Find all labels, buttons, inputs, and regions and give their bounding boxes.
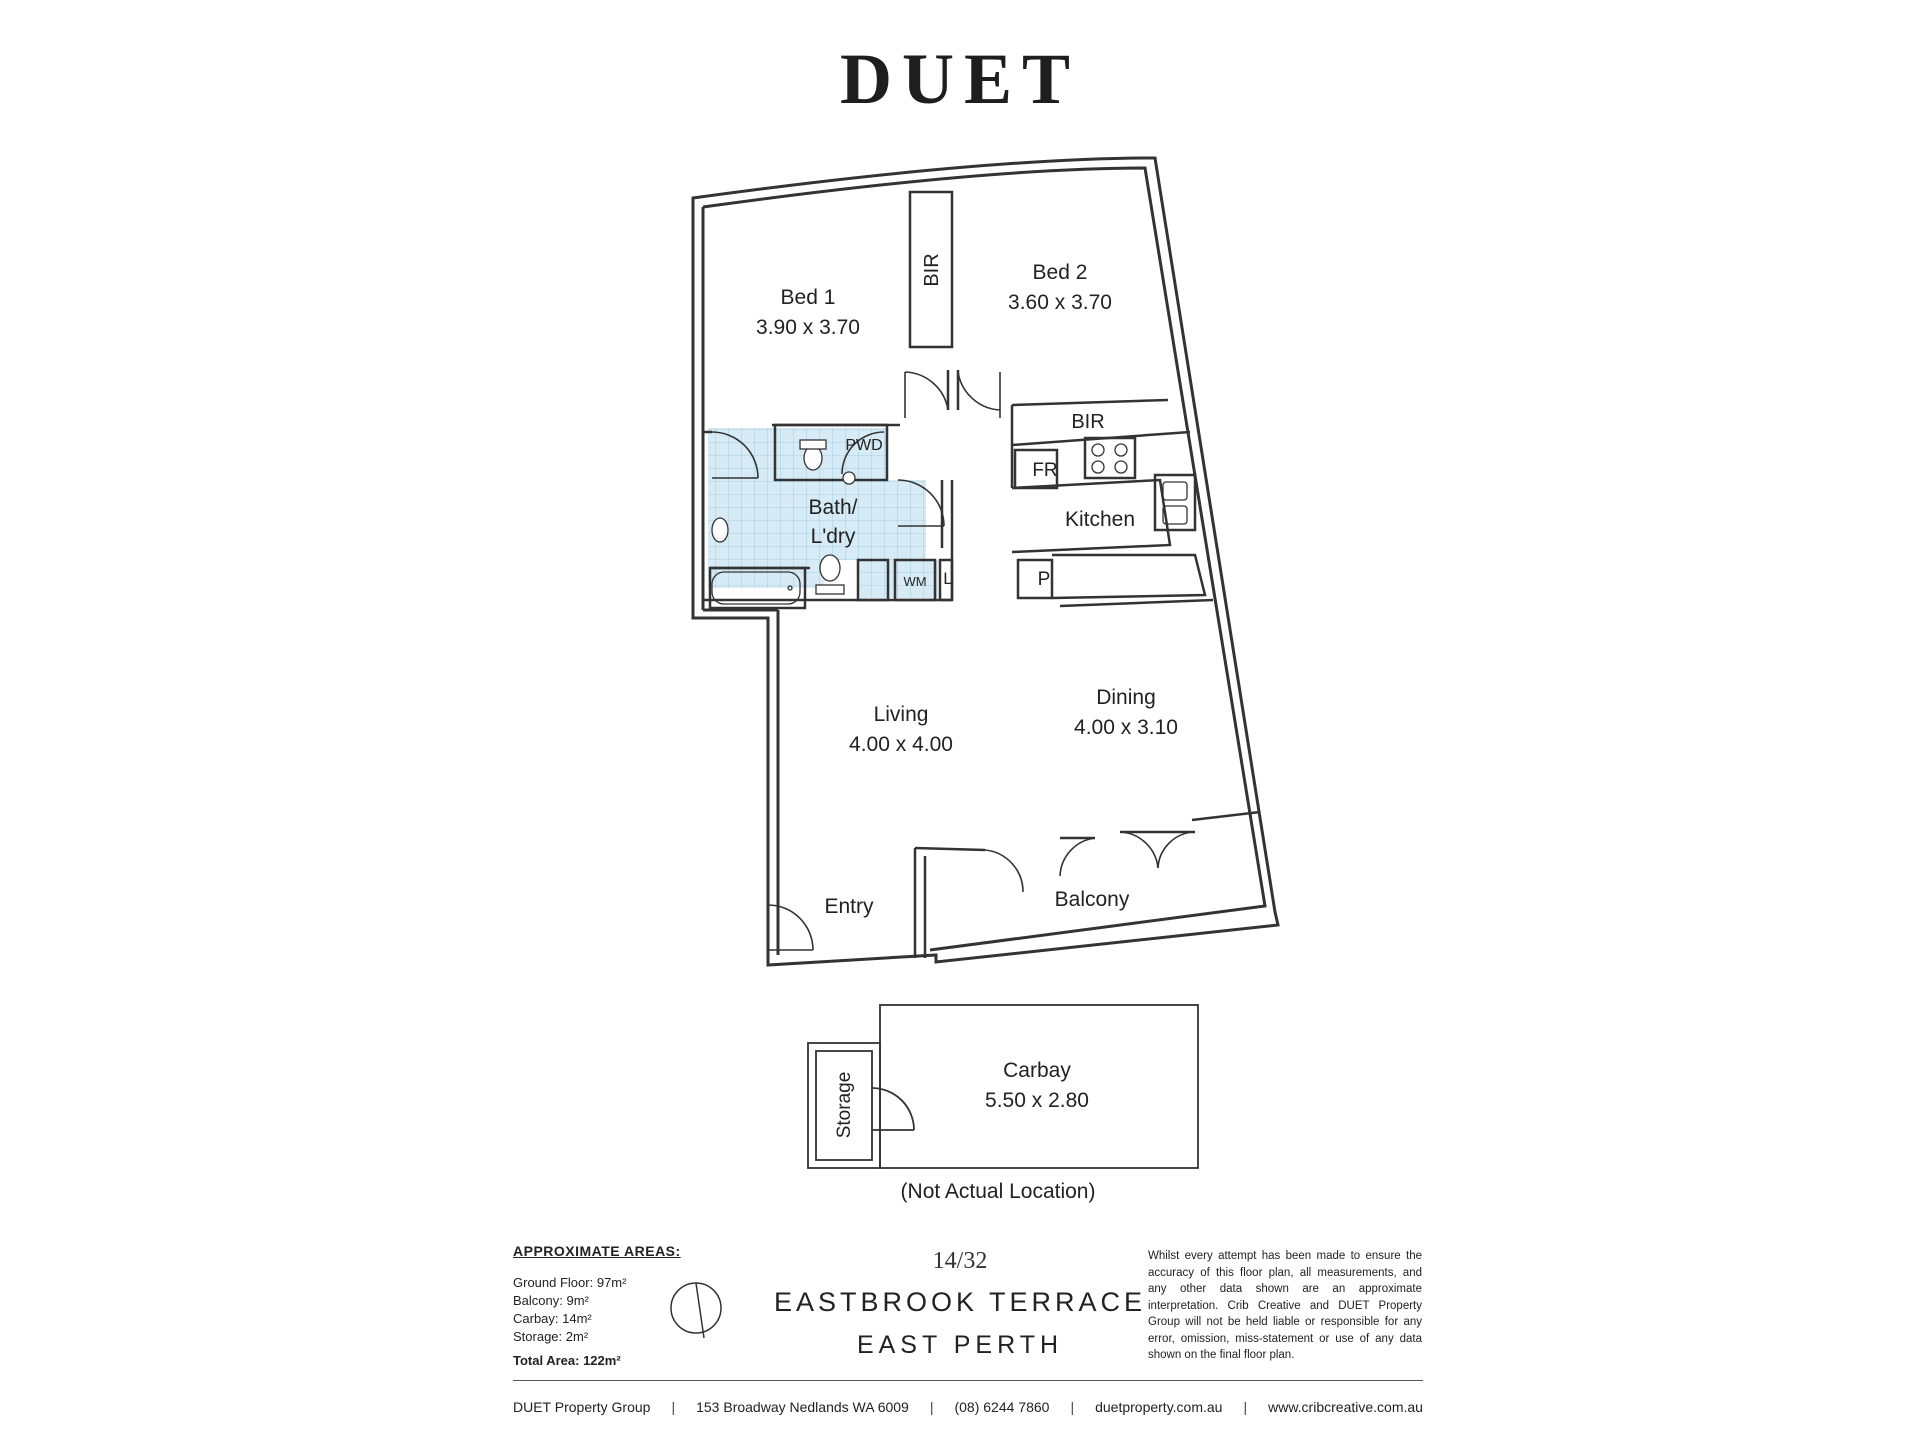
- label-dining: Dining: [1096, 686, 1156, 709]
- bathtub-icon: [711, 571, 801, 605]
- footer-separator: |: [671, 1399, 676, 1415]
- label-storage: Storage: [834, 1072, 855, 1139]
- label-pantry: P: [1038, 569, 1051, 590]
- footer-company: DUET Property Group: [513, 1399, 651, 1415]
- footer-divider: [513, 1380, 1423, 1381]
- label-bed1-dim: 3.90 x 3.70: [756, 316, 860, 339]
- label-living: Living: [874, 703, 929, 726]
- label-bir-2: BIR: [1071, 411, 1104, 433]
- label-balcony: Balcony: [1055, 888, 1130, 911]
- label-bed2: Bed 2: [1033, 261, 1088, 284]
- basin-icon: [711, 471, 856, 543]
- label-pwd: PWD: [845, 437, 882, 454]
- approximate-areas: APPROXIMATE AREAS: Ground Floor: 97m² Ba…: [513, 1242, 681, 1370]
- interior-walls: [703, 190, 1261, 958]
- area-carbay: Carbay: 14m²: [513, 1311, 592, 1326]
- label-living-dim: 4.00 x 4.00: [849, 733, 953, 756]
- footer-web-crib[interactable]: www.cribcreative.com.au: [1268, 1399, 1423, 1415]
- areas-heading: APPROXIMATE AREAS:: [513, 1243, 681, 1259]
- label-not-actual: (Not Actual Location): [901, 1180, 1096, 1203]
- footer-separator: |: [929, 1399, 934, 1415]
- outer-walls: [691, 156, 1280, 967]
- label-bir-1: BIR: [921, 253, 943, 286]
- carbay-walls: [807, 1004, 1199, 1169]
- disclaimer: Whilst every attempt has been made to en…: [1148, 1250, 1422, 1361]
- label-fridge: FR: [1032, 460, 1057, 481]
- area-balcony: Balcony: 9m²: [513, 1293, 589, 1308]
- unit-number: 14/32: [932, 1248, 988, 1274]
- area-ground: Ground Floor: 97m²: [513, 1275, 627, 1290]
- cooktop-icon: [1091, 443, 1128, 474]
- area-storage: Storage: 2m²: [513, 1329, 589, 1344]
- area-total: Total Area: 122m²: [513, 1353, 621, 1368]
- street-name: EASTBROOK TERRACE: [773, 1287, 1147, 1317]
- footer-phone: (08) 6244 7860: [954, 1399, 1050, 1415]
- room-labels: Bed 1 3.90 x 3.70 Bed 2 3.60 x 3.70 BIR …: [756, 253, 1178, 1203]
- compass-north-icon: [670, 1282, 722, 1339]
- suburb-name: EAST PERTH: [856, 1331, 1064, 1359]
- duet-logo: DUET: [839, 39, 1081, 119]
- label-bed1: Bed 1: [781, 286, 836, 309]
- label-linen: L: [943, 569, 952, 588]
- footer-separator: |: [1243, 1399, 1248, 1415]
- footer-web-duet[interactable]: duetproperty.com.au: [1095, 1399, 1223, 1415]
- label-bed2-dim: 3.60 x 3.70: [1008, 291, 1112, 314]
- toilet-icon: [799, 439, 845, 595]
- sink-icon: [1162, 481, 1188, 525]
- label-bath-1: Bath/: [808, 496, 857, 519]
- label-entry: Entry: [824, 895, 874, 918]
- label-kitchen: Kitchen: [1065, 508, 1135, 531]
- label-carbay: Carbay: [1003, 1059, 1071, 1082]
- footer-address: 153 Broadway Nedlands WA 6009: [696, 1399, 909, 1415]
- label-carbay-dim: 5.50 x 2.80: [985, 1089, 1089, 1112]
- footer: DUET Property Group | 153 Broadway Nedla…: [513, 1399, 1423, 1415]
- footer-separator: |: [1070, 1399, 1075, 1415]
- door-swing-icon: [711, 371, 1196, 951]
- label-wm: WM: [903, 574, 926, 589]
- label-dining-dim: 4.00 x 3.10: [1074, 716, 1178, 739]
- label-bath-2: L'dry: [811, 525, 856, 548]
